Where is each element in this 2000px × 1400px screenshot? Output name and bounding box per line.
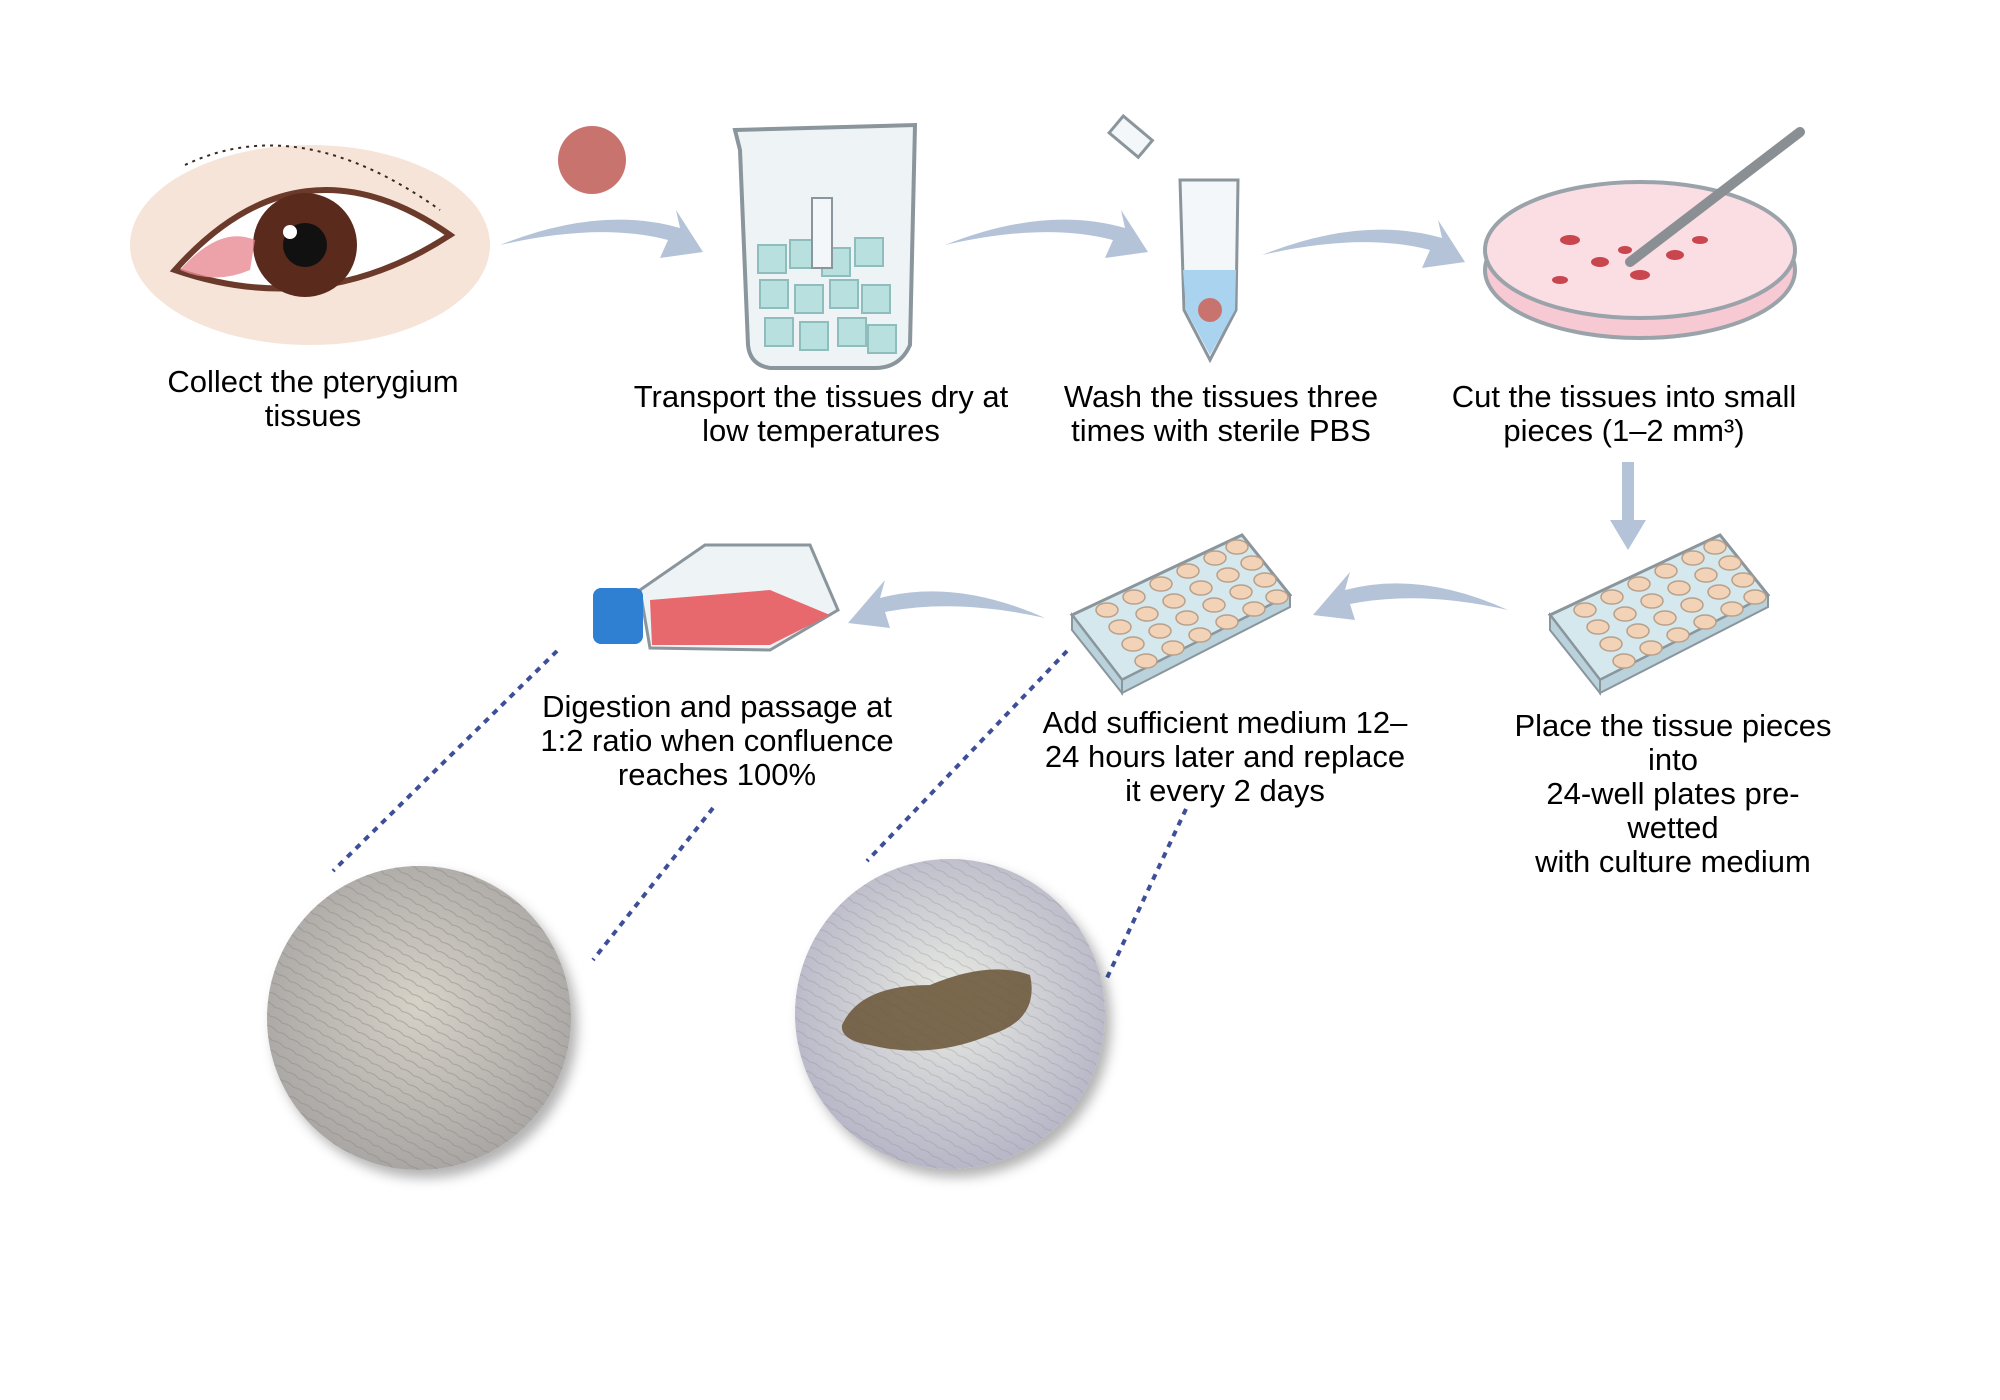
petri-dish-with-scalpel-icon <box>1483 127 1805 340</box>
micrograph-confluent-cells <box>267 866 571 1170</box>
step-5-label: Place the tissue pieces into 24-well pla… <box>1514 708 1832 879</box>
step-7-label: Digestion and passage at 1:2 ratio when … <box>540 689 894 792</box>
culture-flask-icon <box>593 543 840 652</box>
step-1-label: Collect the pterygium tissues <box>167 364 459 433</box>
zoom-connector-lines <box>331 649 1188 981</box>
step-6-label: Add sufficient medium 12– 24 hours later… <box>1042 705 1408 808</box>
step-4-label: Cut the tissues into small pieces (1–2 m… <box>1451 379 1797 448</box>
step-3-label: Wash the tissues three times with steril… <box>1063 379 1379 448</box>
arrow-right-icon <box>500 210 703 258</box>
micrograph-tissue-explant <box>795 859 1105 1169</box>
flow-arrows <box>500 210 1646 628</box>
arrow-down-icon <box>1610 462 1646 550</box>
24-well-plate-with-medium-icon <box>1069 533 1293 696</box>
24-well-plate-icon <box>1547 533 1771 696</box>
step-2-label: Transport the tissues dry at low tempera… <box>633 379 1009 448</box>
arrow-left-icon <box>848 580 1045 628</box>
beaker-with-ice-icon <box>732 122 918 370</box>
arrow-right-icon <box>1262 220 1465 268</box>
tissue-piece-icon <box>558 126 626 194</box>
centrifuge-tube-icon <box>1107 113 1240 364</box>
arrow-left-icon <box>1313 572 1508 620</box>
eye-icon <box>130 144 490 345</box>
arrow-right-icon <box>945 210 1148 258</box>
